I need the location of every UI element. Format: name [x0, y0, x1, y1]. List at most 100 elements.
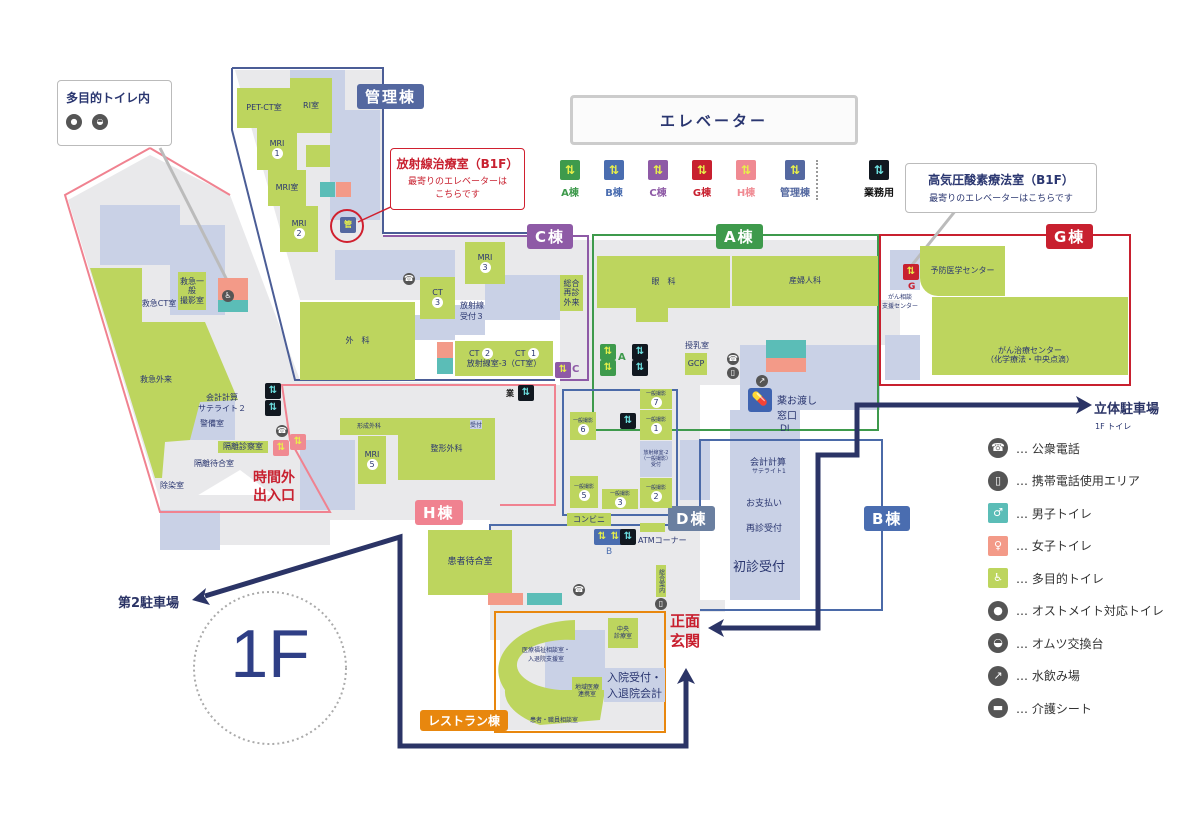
accessible-toilet-icon: ♿: [988, 568, 1008, 588]
ostomate-toilet-icon: ●: [988, 600, 1008, 621]
legend-label: … 携帯電話使用エリア: [1016, 474, 1140, 488]
main-entrance: 正面 玄関: [670, 612, 701, 650]
womens-toilet-icon: [766, 358, 806, 372]
elevator-icon: ⇅: [869, 160, 889, 180]
label-radiology-reception3: 放射線 受付３: [460, 301, 484, 321]
label-kakuri-machiai: 隔離待合室: [194, 459, 234, 468]
label-iryo-fukushi: 医療福祉相談室・ 入退院支援室: [522, 647, 571, 663]
elevator-g-icon[interactable]: ⇅: [903, 264, 919, 280]
legend-item-public-phone: ☎… 公衆電話: [988, 438, 1080, 458]
building-label-restaurant: レストラン棟: [420, 710, 509, 731]
elevator-c-icon[interactable]: ⇅: [555, 362, 571, 378]
elevator-icon: ⇅: [648, 160, 668, 180]
label-di: DI: [780, 424, 790, 434]
phone-icon: ☎: [403, 273, 415, 285]
mens-toilet-icon: [437, 358, 453, 374]
womens-toilet-icon: [488, 593, 523, 605]
floor-indicator: 1F: [230, 616, 310, 692]
care-sheet-icon: ▬: [988, 698, 1008, 718]
elevator-service-icon[interactable]: ⇅: [518, 385, 534, 401]
room-gan-chiryo: がん治療センター （化学療法・中央点滴）: [932, 297, 1128, 375]
legend-label: … オストメイト対応トイレ: [1016, 604, 1164, 618]
building-label-h: H棟: [415, 500, 463, 525]
building-label-kanri: 管理棟: [357, 84, 425, 109]
phone-icon: ☎: [573, 584, 585, 596]
label-kaikei2: 会計計算 サテライト２: [198, 393, 246, 413]
elevator-service-icon[interactable]: ⇅: [620, 529, 636, 545]
room-yobo: 予防医学センター: [920, 246, 1005, 296]
room-hoshasen2: 放射線室-2 （一般撮影） 受付: [640, 441, 672, 477]
mens-toilet-icon: [218, 300, 248, 312]
elevator-service-icon[interactable]: ⇅: [632, 344, 648, 360]
room-junyu: 授乳室: [685, 341, 709, 351]
building-label-b: B棟: [864, 506, 911, 531]
elevator-service-icon[interactable]: ⇅: [265, 400, 281, 416]
phone-icon: ☎: [276, 425, 288, 437]
elevator-legend-item: ⇅A棟: [555, 160, 585, 199]
elevator-legend-item: ⇅H棟: [731, 160, 761, 199]
elevator-kanri-icon[interactable]: 管: [340, 217, 356, 233]
legend-label: … オムツ交換台: [1016, 636, 1104, 651]
room-geka: 外 科: [300, 302, 415, 380]
label-keibi: 警備室: [200, 419, 224, 428]
public-phone-icon: ☎: [988, 438, 1008, 458]
elevator-b-icon[interactable]: ⇅: [607, 529, 623, 545]
outline-b: [489, 439, 883, 611]
elevator-b-icon[interactable]: ⇅: [594, 529, 610, 545]
elevator-service-icon[interactable]: ⇅: [265, 383, 281, 399]
after-hours-entrance: 時間外 出入口: [253, 470, 295, 504]
accessible-icon: ♿: [222, 290, 234, 302]
label-shoshin: 初診受付: [733, 560, 786, 575]
callout-multipurpose-toilet: 多目的トイレ内 ●◒: [57, 80, 172, 146]
label-gan-sodan: がん相談 支援センター: [882, 294, 919, 310]
legend-item-care-sheet: ▬… 介護シート: [988, 698, 1092, 718]
mens-toilet-icon: [527, 593, 562, 605]
womens-toilet-icon: ♀: [988, 535, 1008, 556]
phone-icon: ☎: [727, 353, 739, 365]
outline-c: [383, 235, 589, 381]
elevator-a-icon[interactable]: ⇅: [600, 360, 616, 376]
elevator-icon: ⇅: [604, 160, 624, 180]
legend-item-mobile-phone-area: ▯… 携帯電話使用エリア: [988, 470, 1140, 491]
room-ganka: 眼 科: [597, 256, 730, 308]
elevator-legend-item: ⇅ B棟: [599, 160, 629, 199]
room-small: [306, 145, 330, 167]
elevator-icon: ⇅: [560, 160, 580, 180]
elevator-legend-label: G棟: [692, 188, 712, 199]
route-parking-tower: [715, 402, 1080, 631]
label-satellite1: サテライト1: [752, 468, 786, 475]
elevator-service-icon[interactable]: ⇅: [632, 360, 648, 376]
elevator-service-icon[interactable]: ⇅: [620, 413, 636, 429]
parking-tower-label[interactable]: 立体駐車場: [1094, 402, 1160, 417]
mens-toilet-icon: [320, 182, 335, 197]
ostomate-icon: ●: [66, 114, 82, 130]
elevator-legend-title: エレベーター: [659, 111, 768, 130]
elevator-h-icon[interactable]: ⇅: [290, 434, 306, 450]
label-kanja-soudan: 患者・職員相談室: [530, 717, 579, 724]
mobile-area-icon: ▯: [727, 367, 739, 379]
label-uketsuke: 受付: [470, 420, 483, 429]
elevator-legend-item: ⇅管理棟: [775, 160, 815, 199]
room-gcp: GCP: [685, 353, 707, 375]
elevator-h-icon[interactable]: ⇅: [273, 440, 289, 456]
elevator-legend-item: ⇅業務用: [849, 160, 909, 199]
building-label-g: G棟: [1046, 224, 1094, 249]
label-josen: 除染室: [160, 481, 184, 490]
second-parking-label[interactable]: 第2駐車場: [118, 596, 180, 611]
diaper-table-icon: ◒: [988, 633, 1008, 653]
elevator-legend-label: B棟: [605, 188, 623, 199]
callout-hbo-therapy: 高気圧酸素療法室（B1F） 最寄りのエレベーターはこちらです: [905, 163, 1097, 213]
outline-restaurant: [494, 611, 666, 733]
callout-radiation-therapy: 放射線治療室（B1F） 最寄りのエレベーターは こちらです: [390, 148, 525, 210]
label-kyukyu-gairai: 救急外来: [140, 375, 172, 384]
label-atm: ATMコーナー: [638, 536, 687, 545]
elevator-legend-item: ⇅G棟: [687, 160, 717, 199]
womens-toilet-icon: [336, 182, 351, 197]
elevator-a-icon[interactable]: ⇅: [600, 344, 616, 360]
